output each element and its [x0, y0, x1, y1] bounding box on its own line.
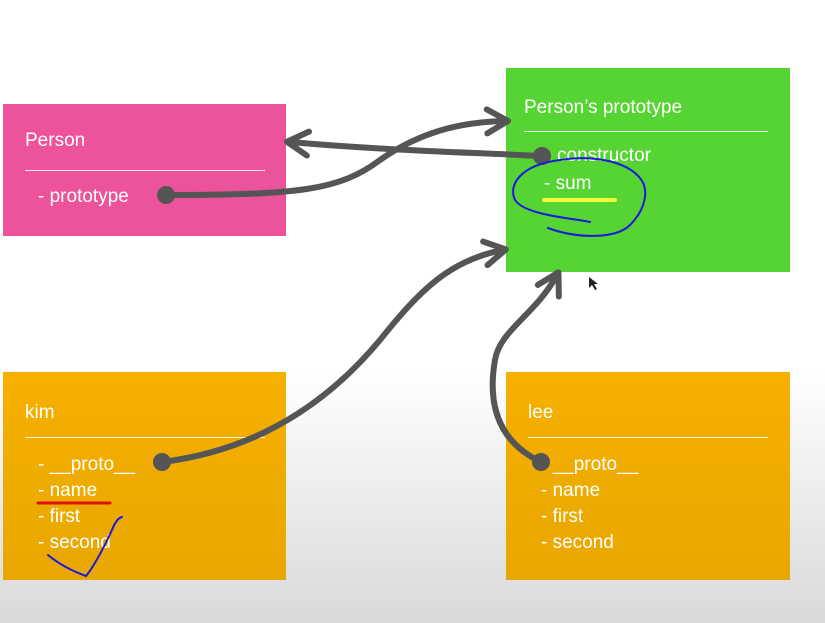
lee-item-second: - second: [541, 532, 614, 553]
lee-title: lee: [528, 402, 554, 423]
kim-box: kim - __proto__ - name - first - second: [3, 372, 286, 580]
kim-item-name: - name: [38, 480, 98, 501]
arrow-lee-proto-to-prototype: [489, 269, 562, 465]
mouse-cursor-icon: [589, 277, 598, 290]
lee-divider: [528, 437, 768, 438]
lee-item-proto: - __proto__: [541, 454, 639, 475]
dot-constructor: [533, 147, 551, 165]
kim-divider: [25, 437, 265, 438]
prototype-title: Person’s prototype: [524, 97, 683, 118]
arrow-prototype-to-proto: [163, 106, 511, 198]
annotation-blue-circle: [512, 157, 647, 237]
kim-item-second: - second: [38, 532, 111, 553]
annotation-blue-checkmark: [47, 516, 123, 578]
lee-item-name: - name: [541, 480, 601, 501]
lee-item-first: - first: [541, 506, 584, 527]
person-item-prototype: - prototype: [38, 186, 129, 207]
lee-box: lee - __proto__ - name - first - second: [506, 372, 790, 580]
dot-lee-proto: [532, 453, 550, 471]
kim-item-proto: - __proto__: [38, 454, 136, 475]
dot-kim-proto: [153, 453, 171, 471]
prototype-item-constructor: constructor: [557, 145, 651, 166]
kim-item-first: - first: [38, 506, 81, 527]
kim-title: kim: [25, 402, 55, 423]
arrow-kim-proto-to-prototype: [159, 238, 509, 465]
person-box: Person - prototype: [3, 104, 286, 236]
person-divider: [25, 170, 265, 171]
prototype-box: Person’s prototype constructor - sum: [506, 68, 790, 272]
prototype-item-sum: - sum: [544, 173, 592, 194]
arrow-constructor-to-person: [284, 128, 544, 159]
prototype-divider: [524, 131, 768, 132]
person-title: Person: [25, 130, 86, 151]
dot-person-prototype: [157, 186, 175, 204]
